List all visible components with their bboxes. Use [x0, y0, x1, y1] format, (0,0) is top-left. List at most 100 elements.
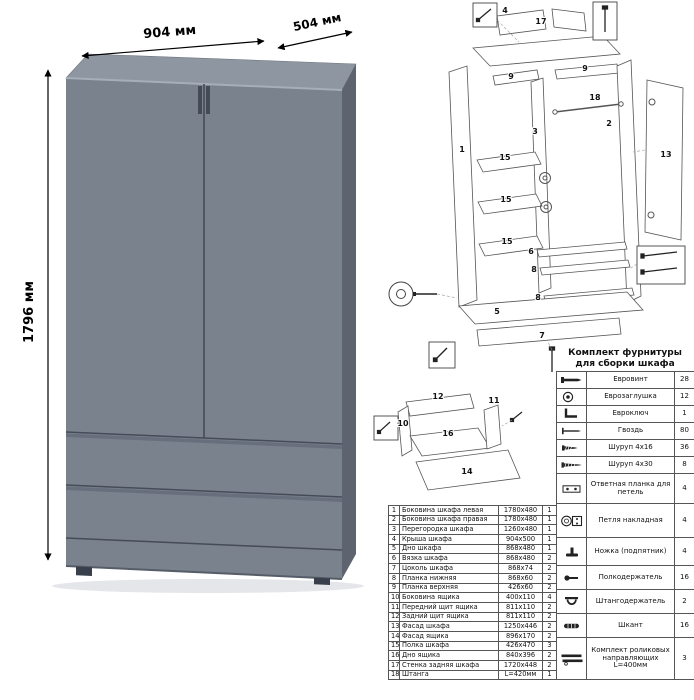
part-size: 1780x480: [498, 514, 543, 526]
top-panel: [472, 35, 621, 67]
part-qty: 1: [542, 514, 557, 526]
hardware-qty: 4: [674, 503, 694, 538]
part-size: 840x396: [498, 650, 543, 661]
part-label: 9: [582, 64, 588, 73]
drawer-exploded-diagram: 12 10 16 11 14: [373, 391, 523, 491]
cap-icon: [556, 388, 587, 406]
screw-icon: [556, 439, 587, 457]
part-name: Задний щит ящика: [399, 611, 499, 623]
part-name: Вязка шкафа: [399, 553, 499, 565]
part-num: 11: [388, 601, 400, 613]
part-qty: 2: [542, 563, 557, 574]
exploded-assembly-diagram: 17 4 9 9 18 1 3 15 15 15 2 13 6 8 8 5 7: [388, 1, 686, 372]
side-panel-left: [448, 65, 478, 308]
floor-shadow: [52, 579, 364, 593]
part-num: 7: [388, 563, 400, 574]
hinge-icon: [556, 503, 587, 538]
drawer-leader-lines: [397, 419, 513, 433]
drawer-facade-panel: [415, 449, 521, 491]
door-hinge-bottom: [647, 211, 655, 219]
part-name: Планка нижняя: [399, 572, 499, 584]
part-name: Дно шкафа: [399, 543, 499, 555]
part-qty: 2: [542, 660, 557, 671]
height-dim-label: 1796 мм: [22, 281, 37, 343]
part-qty: 3: [542, 640, 557, 652]
groove-doors-bottom: [65, 431, 343, 445]
part-qty: 2: [542, 553, 557, 565]
hardware-kit-title: Комплект фурнитуры для сборки шкафа: [556, 348, 694, 369]
part-label: 18: [589, 93, 601, 102]
part-name: Передний щит ящика: [399, 601, 499, 613]
hardware-name: Петля накладная: [586, 503, 675, 538]
part-qty: 2: [542, 650, 557, 661]
part-num: 17: [388, 660, 400, 671]
part-num: 2: [388, 514, 400, 526]
hanging-rod: [554, 103, 622, 113]
drawer-panels: [397, 393, 521, 491]
screw-long-icon: [556, 456, 587, 474]
detail-screws: [432, 5, 678, 372]
depth-dim-label: 504 мм: [292, 12, 343, 34]
part-size: 868x480: [498, 543, 543, 555]
hardware-qty: 12: [674, 388, 694, 406]
cross-rail-2: [539, 259, 631, 276]
hardware-name: Ответная планка для петель: [586, 473, 675, 504]
hardware-name: Шуруп 4x30: [586, 456, 675, 474]
left-foot: [76, 566, 92, 576]
part-label: 5: [494, 307, 500, 316]
slides-icon: [556, 637, 587, 680]
part-label: 9: [508, 72, 514, 81]
part-name: Боковина ящика: [399, 592, 499, 603]
part-num: 1: [388, 505, 400, 516]
wardrobe-right-face: [342, 64, 356, 579]
hardware-name: Ножка (подпятник): [586, 537, 675, 566]
width-dim-label: 904 мм: [143, 23, 197, 42]
part-name: Полка шкафа: [399, 640, 499, 652]
detail-box-top-left: [472, 2, 498, 28]
part-label: 4: [502, 6, 508, 15]
hardware-name: Евровинт: [586, 371, 675, 389]
part-num: 10: [388, 592, 400, 603]
back-panel-right: [551, 8, 587, 32]
part-qty: 2: [542, 621, 557, 632]
part-size: 1720x448: [498, 660, 543, 671]
euroscrew-icon: [556, 371, 587, 389]
hardware-qty: 16: [674, 565, 694, 590]
hardware-qty: 3: [674, 637, 694, 680]
depth-dim-line: [277, 29, 353, 51]
right-foot: [314, 577, 330, 585]
part-size: 1250x446: [498, 621, 543, 632]
right-door-handle: [206, 86, 210, 114]
part-qty: 2: [542, 630, 557, 642]
hardware-name: Гвоздь: [586, 422, 675, 440]
part-size: 811x110: [498, 601, 543, 613]
confirmat-detail-ring: [388, 281, 414, 307]
hardware-kit-title-line2: для сборки шкафа: [575, 358, 675, 369]
part-label: 3: [532, 127, 538, 136]
back-panel-left: [496, 9, 547, 36]
part-size: 400x110: [498, 592, 543, 603]
part-num: 12: [388, 611, 400, 623]
shelf-3: [478, 235, 544, 257]
part-size: 868x60: [498, 572, 543, 584]
part-label: 13: [660, 150, 671, 159]
hardware-name: Комплект роликовых направляющих L=400мм: [586, 637, 675, 680]
part-label: 6: [528, 247, 534, 256]
shelf-2: [477, 193, 543, 215]
hardware-qty: 28: [674, 371, 694, 389]
